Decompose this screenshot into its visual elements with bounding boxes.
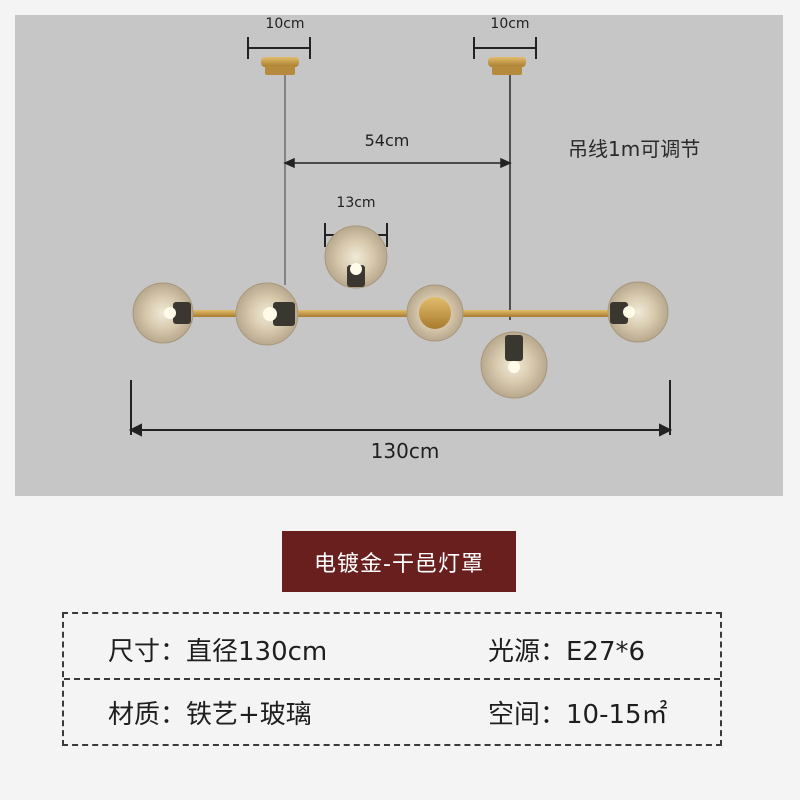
spec-light-source: 光源：E27*6 bbox=[488, 637, 646, 667]
spec-material: 材质：铁艺+玻璃 bbox=[108, 700, 312, 730]
total-length-dimension: 130cm bbox=[370, 439, 440, 463]
spec-divider bbox=[64, 678, 720, 680]
variant-badge: 电镀金-干邑灯罩 bbox=[282, 531, 516, 592]
spec-space: 空间：10-15㎡ bbox=[488, 700, 668, 730]
spec-size: 尺寸：直径130cm bbox=[108, 637, 328, 667]
canopy-right-dimension: 10cm bbox=[490, 16, 530, 32]
cord-adjustable-note: 吊线1m可调节 bbox=[568, 137, 701, 161]
canopy-left-dimension: 10cm bbox=[265, 16, 305, 32]
spec-table: 尺寸：直径130cm 光源：E27*6 材质：铁艺+玻璃 空间：10-15㎡ bbox=[62, 612, 722, 746]
canopy-spacing-dimension: 54cm bbox=[364, 131, 410, 150]
lamp-icon bbox=[128, 37, 673, 437]
product-photo: 10cm 10cm 54cm 13cm 130cm 吊线1m可调节 bbox=[15, 15, 783, 496]
globe-diameter-dimension: 13cm bbox=[336, 195, 376, 211]
